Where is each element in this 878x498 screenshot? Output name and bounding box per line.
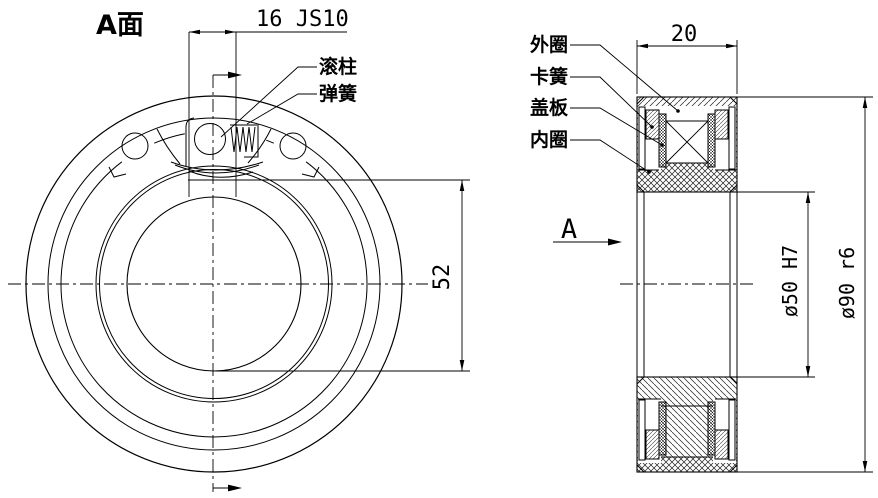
dim-text-52: 52 bbox=[430, 264, 455, 291]
bore-chamfers-bottom bbox=[636, 376, 738, 385]
bore-chamfers-top bbox=[636, 184, 738, 193]
snap-ring-right bbox=[714, 109, 729, 140]
left-view-front bbox=[8, 29, 470, 492]
side-plate-left bbox=[638, 106, 646, 170]
spring-coil bbox=[230, 126, 256, 153]
arrowhead-up-icon bbox=[805, 192, 811, 203]
leader-inner-ring bbox=[570, 139, 651, 174]
callout-label-snap-ring: 卡簧 bbox=[530, 65, 568, 88]
outer-ring-bore-circle bbox=[47, 117, 381, 451]
dimension-52 bbox=[188, 179, 470, 372]
bore-circle bbox=[126, 196, 302, 372]
roller-top bbox=[194, 123, 226, 155]
callout-label-outer-ring: 外圈 bbox=[530, 33, 568, 56]
dimension-od-90 bbox=[737, 96, 873, 473]
od-chamfers-top bbox=[636, 96, 738, 105]
outer-ring-section-bottom bbox=[637, 457, 737, 472]
callout-label-spring: 弹簧 bbox=[319, 82, 357, 105]
dim-text-od: ø90 r6 bbox=[835, 247, 859, 319]
arrowhead-right-icon bbox=[726, 43, 737, 49]
arrowhead-right-icon bbox=[608, 238, 622, 246]
arrowhead-up-icon bbox=[862, 97, 868, 108]
leader-roller bbox=[220, 66, 317, 138]
leader-spring bbox=[246, 93, 317, 125]
arrowhead-down-icon bbox=[459, 360, 465, 371]
section-arrow-bottom bbox=[213, 484, 242, 492]
od-chamfers-bottom bbox=[636, 464, 738, 473]
view-direction-arrow bbox=[553, 238, 622, 246]
roller-section-diagonals bbox=[665, 120, 709, 164]
arrowhead-left-icon bbox=[189, 29, 200, 35]
dim-text-20: 20 bbox=[671, 22, 698, 47]
arrowhead-right-icon bbox=[228, 71, 242, 79]
outer-ring-od-circle bbox=[25, 95, 403, 473]
callout-label-roller: 滚柱 bbox=[319, 55, 357, 78]
callout-label-inner-ring: 内圈 bbox=[530, 128, 568, 151]
inner-ring-od-circle bbox=[95, 165, 333, 403]
bore-wall-lines bbox=[636, 192, 738, 377]
snap-ring-left-bottom bbox=[645, 429, 660, 460]
section-view bbox=[553, 40, 873, 473]
leader-snap-ring bbox=[570, 76, 654, 129]
arrowhead-right-icon bbox=[228, 484, 242, 492]
view-direction-label: A bbox=[561, 214, 577, 245]
cover-plate-left bbox=[658, 113, 667, 168]
dim-text-bore: ø50 H7 bbox=[778, 245, 802, 317]
leader-cover-plate bbox=[570, 107, 664, 147]
cover-plate-right-bottom bbox=[707, 401, 716, 456]
callout-label-cover-plate: 盖板 bbox=[530, 96, 569, 119]
side-plate-right bbox=[728, 106, 736, 170]
dimension-bore-50 bbox=[736, 191, 815, 378]
arrowhead-down-icon bbox=[862, 461, 868, 472]
cover-plate-left-bottom bbox=[658, 401, 667, 456]
arrowhead-right-icon bbox=[225, 29, 236, 35]
dimension-pocket-width bbox=[188, 29, 347, 197]
side-plate-left-bottom bbox=[638, 399, 646, 461]
snap-ring-left bbox=[645, 109, 660, 140]
dimension-20 bbox=[636, 40, 738, 94]
section-arrow-top bbox=[213, 71, 242, 79]
roller-left bbox=[121, 132, 149, 160]
section-bottom-half bbox=[636, 376, 738, 473]
cover-plate-right bbox=[707, 113, 716, 168]
roller-right bbox=[279, 132, 307, 160]
dim-text-pocket-width: 16 JS10 bbox=[256, 7, 349, 32]
arrowhead-up-icon bbox=[459, 180, 465, 191]
section-top-half bbox=[636, 96, 738, 193]
top-pocket-outline bbox=[170, 117, 264, 178]
cage-circle-segments bbox=[60, 133, 368, 438]
left-view-title: A面 bbox=[96, 10, 144, 41]
side-plate-right-bottom bbox=[728, 399, 736, 461]
arrowhead-left-icon bbox=[637, 43, 648, 49]
leader-outer-ring bbox=[570, 44, 680, 113]
arrowhead-down-icon bbox=[805, 366, 811, 377]
cam-profile-right bbox=[247, 128, 320, 178]
snap-ring-right-bottom bbox=[714, 429, 729, 460]
cam-profile-left bbox=[108, 128, 181, 178]
